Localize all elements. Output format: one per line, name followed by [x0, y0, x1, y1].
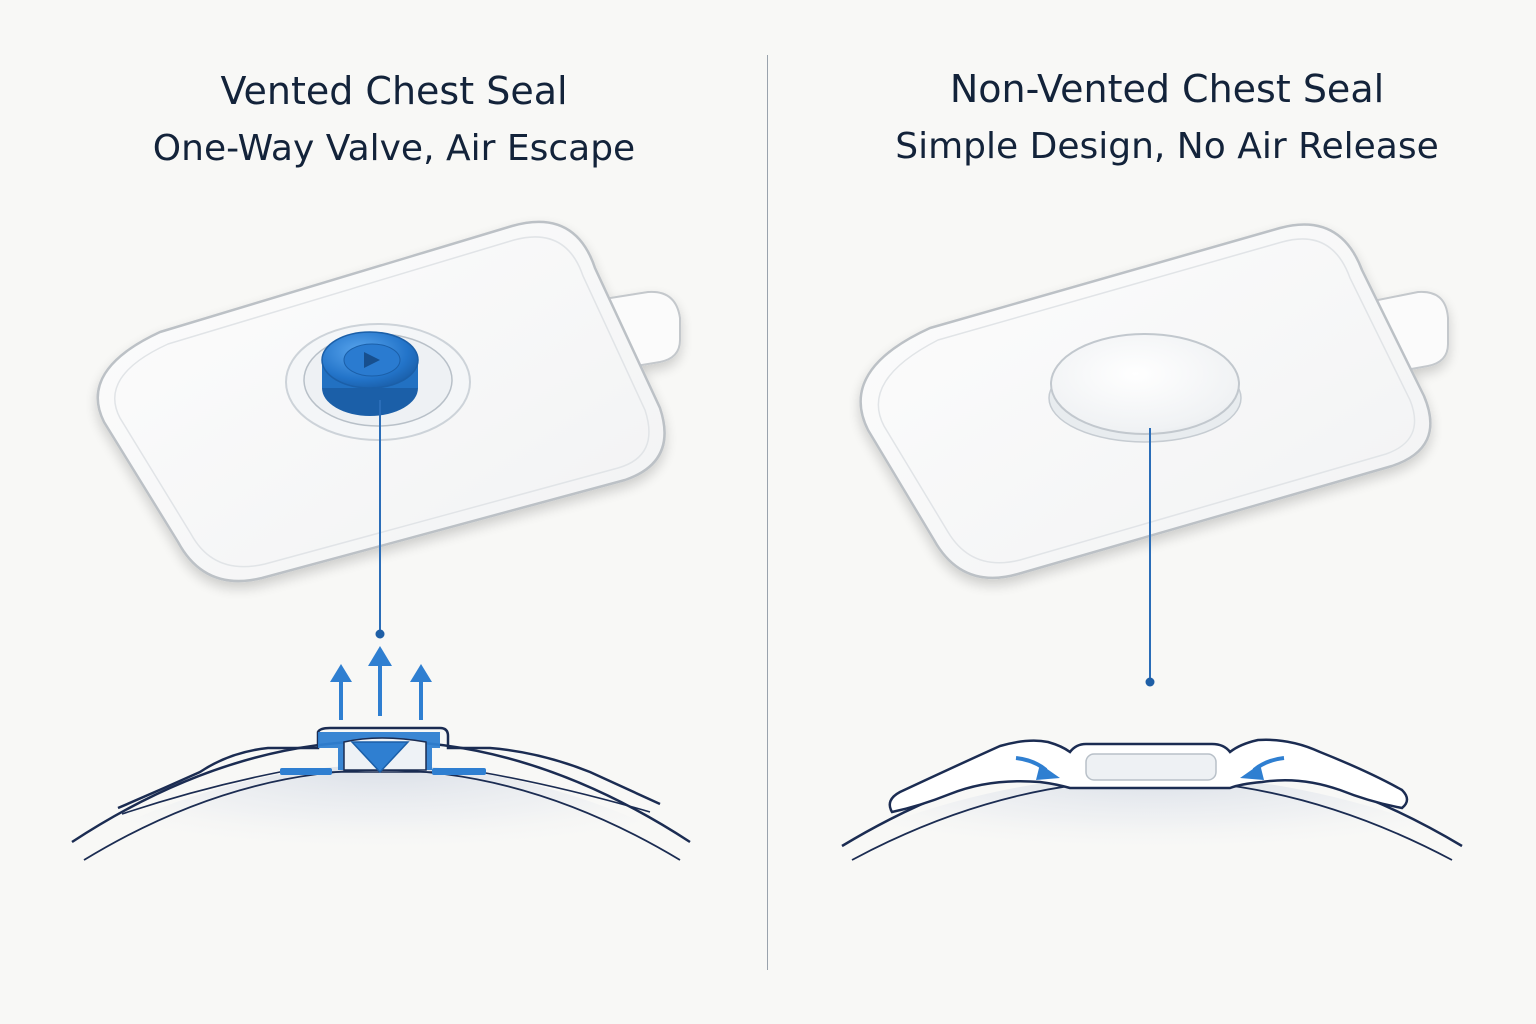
air-escape-arrows-icon	[71, 646, 691, 885]
panel-divider	[767, 55, 768, 970]
vented-title: Vented Chest Seal	[220, 69, 568, 113]
vented-seal-profile	[117, 726, 661, 810]
non-vented-panel-heading: Non-Vented Chest Seal Simple Design, No …	[852, 60, 1482, 176]
valve-direction-arrow	[364, 352, 380, 368]
vented-subtitle: One-Way Valve, Air Escape	[152, 128, 636, 169]
non-vented-title: Non-Vented Chest Seal	[949, 67, 1385, 111]
non-vented-subtitle: Simple Design, No Air Release	[895, 126, 1439, 167]
vented-valve-cone	[350, 741, 410, 774]
vented-seal-valve-icon	[96, 220, 681, 639]
non-vented-clear-disc	[1050, 333, 1240, 435]
non-vented-seal-patch-icon	[859, 223, 1449, 687]
air-escape-arrows	[330, 646, 432, 720]
sealed-pressure-arrows-icon	[841, 738, 1463, 880]
vented-panel-heading: Vented Chest Seal One-Way Valve, Air Esc…	[84, 62, 704, 178]
